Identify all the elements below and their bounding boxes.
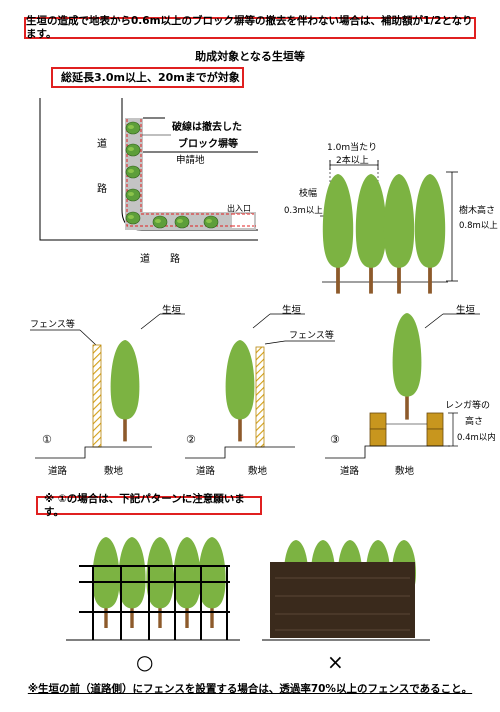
- spacing-diagram: 1.0m当たり 2本以上 枝幅 0.3m以上 樹木高さ 0.8m以上: [284, 141, 498, 294]
- case-2-hedge: [225, 340, 255, 442]
- case-3-brick-right-bottom: [426, 428, 444, 447]
- notice-banner: 生垣の造成で地表から0.6m以上のブロック塀等の撤去を伴わない場合は、補助額が1…: [24, 15, 476, 40]
- case-3-brick-left-top: [369, 412, 387, 430]
- case-1-road: 道路: [48, 465, 68, 477]
- condition-box: 総延長3.0m以上、20mまでが対象: [51, 67, 244, 88]
- case-3-ground: [325, 445, 450, 459]
- branch-width-value: 0.3m以上: [284, 206, 323, 216]
- road-label-vertical-2: 路: [97, 182, 107, 195]
- plan-diagram: 道 路 道 路 破線は撤去した ブロック塀等 申請地 出入口: [39, 98, 258, 265]
- case-3-brick-label-2: 高さ: [465, 415, 483, 427]
- case-3-diagram: ③ 生垣 レンガ等の 高さ 0.4m以内 道路 敷地: [325, 304, 496, 477]
- case-1-fence: [92, 344, 102, 448]
- case-3-road: 道路: [340, 465, 360, 477]
- case-2-fence: [255, 346, 265, 448]
- case-2-diagram: ② 生垣 フェンス等 道路 敷地: [185, 304, 335, 477]
- site-label: 申請地: [176, 154, 205, 166]
- pattern-ng-diagram: ×: [262, 540, 430, 674]
- case-1-fence-label: フェンス等: [30, 318, 75, 330]
- transparent-fence: [79, 565, 230, 640]
- case-3-hedge: [392, 313, 422, 420]
- case-3-site: 敷地: [395, 465, 415, 477]
- removed-wall-dashed-inner: [140, 119, 256, 215]
- caution-text: ※ ①の場合は、下記パターンに注意願います。: [44, 492, 245, 518]
- case-3-brick-left-bottom: [369, 428, 387, 447]
- case-2-ground: [185, 446, 295, 459]
- notice-text: 生垣の造成で地表から0.6m以上のブロック塀等の撤去を伴わない場合は、補助額が1…: [26, 15, 473, 40]
- road-label-horizontal: 道 路: [140, 252, 180, 265]
- case-2-fence-label: フェンス等: [289, 329, 334, 341]
- fence-grain: [275, 577, 410, 631]
- case-2-site: 敷地: [248, 465, 268, 477]
- entrance-gap: [232, 214, 254, 228]
- tree-count-label: 2本以上: [336, 154, 369, 166]
- case-1-hedge: [110, 340, 140, 442]
- branch-width-label: 枝幅: [299, 187, 317, 199]
- case-3-brick-right-top: [426, 412, 444, 430]
- case-1-diagram: ① フェンス等 生垣 道路 敷地: [30, 304, 185, 477]
- case-3-brick-label-3: 0.4m以内: [457, 432, 496, 443]
- section-title: 助成対象となる生垣等: [195, 50, 305, 63]
- entrance-label: 出入口: [227, 203, 251, 213]
- pattern-ng-mark: ×: [327, 650, 344, 674]
- per-meter-label: 1.0m当たり: [327, 141, 377, 153]
- case-2-number: ②: [186, 433, 196, 446]
- case-1-ground: [35, 446, 152, 459]
- tree-height-label: 樹木高さ: [459, 204, 495, 216]
- plan-boundary: [39, 98, 258, 241]
- spacing-trees: [322, 174, 446, 294]
- pattern-ok-mark: ○: [136, 650, 153, 674]
- case-3-brick-label-1: レンガ等の: [445, 399, 490, 411]
- dashed-note-2: ブロック塀等: [178, 137, 238, 150]
- road-label-vertical-1: 道: [97, 137, 107, 150]
- solid-wooden-fence: [270, 562, 415, 638]
- case-3-hedge-label: 生垣: [456, 304, 476, 316]
- case-3-number: ③: [330, 433, 340, 446]
- condition-text: 総延長3.0m以上、20mまでが対象: [61, 70, 240, 84]
- pattern-ok-diagram: ○: [66, 537, 240, 674]
- caution-box: ※ ①の場合は、下記パターンに注意願います。: [36, 492, 262, 518]
- tree-height-value: 0.8m以上: [459, 221, 498, 231]
- case-2-hedge-label: 生垣: [282, 304, 302, 316]
- dashed-note-1: 破線は撤去した: [172, 120, 242, 133]
- footer-note: ※生垣の前（道路側）にフェンスを設置する場合は、透過率70%以上のフェンスである…: [27, 683, 473, 695]
- case-2-road: 道路: [196, 465, 216, 477]
- case-1-site: 敷地: [104, 465, 124, 477]
- case-1-hedge-label: 生垣: [162, 304, 182, 316]
- case-1-number: ①: [42, 433, 52, 446]
